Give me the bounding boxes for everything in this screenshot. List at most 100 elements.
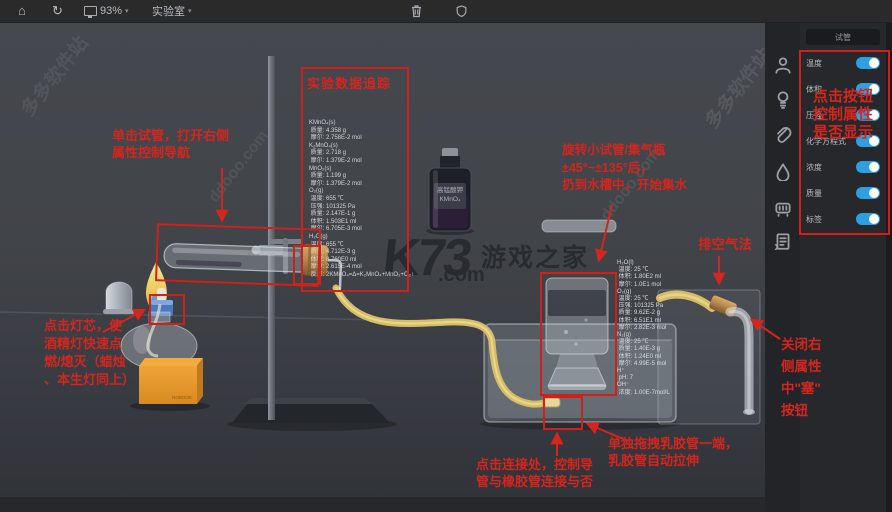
data-line: 摩尔: 2.615E-4 mol	[309, 264, 362, 271]
annotation-line: 中"塞"	[781, 381, 821, 396]
zoom-control[interactable]: 93% ▾	[84, 0, 129, 22]
annotation-line: 酒精灯快速点	[44, 336, 123, 351]
data-line: 质量: 1.40E-3 g	[617, 346, 661, 353]
property-toggle-row: 标签	[800, 206, 886, 232]
data-line: K₂MnO₄(s)	[309, 142, 338, 149]
annotation-close-stopper: 关闭右侧属性中"塞"按钮	[781, 334, 822, 422]
wick-rope	[146, 303, 162, 358]
refresh-button[interactable]: ↻	[52, 0, 63, 22]
glass-plate[interactable]	[541, 219, 617, 233]
data-line: N₂(g)	[617, 332, 631, 339]
latex-tube[interactable]	[332, 284, 561, 408]
data-line: H₂O(l)	[617, 260, 634, 266]
collection-bottle-box	[540, 272, 617, 396]
reagent-bottle[interactable]: 高锰酸钾 KMnO₄	[426, 148, 474, 235]
collection-bottle[interactable]	[545, 277, 609, 390]
lab-canvas[interactable]	[0, 22, 765, 512]
device-name-field[interactable]: 试管	[806, 29, 880, 45]
data-line: MnO₂(s)	[309, 165, 332, 172]
property-toggle-list: 温度 体积 压强 化学方程式 浓度 质量	[800, 50, 886, 232]
data-line: 摩尔: 1.379E-2 mol	[309, 180, 362, 187]
manual-icon[interactable]	[773, 231, 793, 251]
zoom-level: 93%	[100, 5, 123, 17]
data-line: H⁺	[617, 368, 625, 375]
bottle-data-panel: H₂O(l) 温度: 25 ℃ 体积: 1.80E2 ml 摩尔: 1.0E1 …	[617, 260, 670, 397]
toggle-switch[interactable]	[856, 109, 880, 121]
data-line: 温度: 655 ℃	[309, 241, 344, 248]
reagent-label-line1: 高锰酸钾	[437, 185, 463, 194]
trash-button[interactable]	[410, 0, 423, 22]
data-line: 摩尔: 4.99E-5 mol	[617, 360, 667, 367]
data-line: 摩尔: 6.705E-3 mol	[309, 226, 362, 233]
data-line: pH: 7	[617, 375, 634, 382]
annotation-line: 属性控制导航	[112, 145, 191, 160]
annotation-line: 管与橡胶管连接与否	[476, 474, 594, 489]
data-line: 摩尔: 2.82E-3 mol	[617, 324, 667, 331]
data-line: 质量: 2.718 g	[309, 150, 347, 157]
alcohol-lamp[interactable]	[120, 288, 198, 370]
tab-lab[interactable]: 实验室 ▾	[152, 0, 192, 22]
reagent-label-line2: KMnO₄	[439, 196, 460, 203]
data-line: 温度: 25 ℃	[617, 267, 649, 274]
heater-icon[interactable]	[773, 197, 793, 217]
j-tube-assembly[interactable]	[656, 289, 761, 425]
data-line: H₂O(g)	[309, 233, 328, 240]
property-label: 标签	[806, 214, 822, 224]
annotation-line: 点击按钮	[812, 88, 873, 105]
data-line: O₂(g)	[617, 288, 632, 295]
home-button[interactable]: ⌂	[18, 0, 26, 22]
lamp-cap[interactable]	[103, 281, 135, 314]
data-line: 体积: 1.24E0 ml	[617, 353, 662, 360]
experimenter-icon[interactable]	[773, 55, 793, 75]
test-tube[interactable]	[163, 239, 343, 290]
iron-stand[interactable]	[227, 56, 397, 431]
refresh-icon: ↻	[52, 3, 63, 18]
data-line: 体积: 8.760E0 ml	[309, 256, 357, 263]
wood-block[interactable]: NOBOOK	[130, 358, 210, 411]
wick-box	[149, 294, 185, 325]
data-line: 质量: 4.358 g	[309, 127, 347, 134]
wood-block-brand: NOBOOK	[172, 395, 192, 400]
watermark-dotcom: .com	[438, 264, 485, 286]
tracking-panel-title: 实验数据追踪	[307, 76, 392, 91]
toggle-switch[interactable]	[856, 135, 880, 147]
chevron-down-icon: ▾	[188, 8, 192, 15]
link-icon[interactable]	[773, 125, 793, 145]
data-line: 质量: 1.199 g	[309, 173, 347, 180]
toggle-switch[interactable]	[856, 213, 880, 225]
tracking-panel-box	[301, 67, 409, 292]
property-toggle-row: 化学方程式	[800, 128, 886, 154]
droplet-icon[interactable]	[773, 161, 793, 182]
annotation-click-joint: 点击连接处，控制导管与橡胶管连接与否	[476, 456, 593, 490]
annotation-line: 燃/熄灭（蜡烛	[44, 354, 126, 369]
data-line: 体积: 6.51E1 ml	[617, 317, 662, 324]
lamp-icon[interactable]	[773, 89, 793, 109]
toggles-box	[799, 50, 890, 235]
annotation-line: 按钮	[781, 403, 808, 418]
water-trough[interactable]	[480, 323, 680, 430]
annotation-line: 点击连接处，控制导	[476, 457, 594, 472]
chevron-down-icon: ▾	[125, 8, 129, 15]
data-line: 温度: 655 ℃	[309, 195, 344, 202]
toggle-switch[interactable]	[856, 57, 880, 69]
data-line: 质量: 4.712E-3 g	[309, 249, 356, 256]
data-line: 温度: 25 ℃	[617, 339, 649, 346]
data-line: 压强: 101325 Pa	[617, 303, 664, 310]
shield-button[interactable]	[455, 0, 468, 22]
annotation-line: 单独拖拽乳胶管一端，	[608, 436, 739, 451]
annotation-click-wick: 点击灯芯，使酒精灯快速点燃/熄灭（蜡烛、本生灯同上）	[44, 317, 135, 389]
toggle-switch[interactable]	[856, 83, 880, 95]
data-line: KMnO₄(s)	[309, 120, 336, 126]
home-icon: ⌂	[18, 3, 26, 18]
collapse-chevron-icon[interactable]: ›	[774, 238, 779, 255]
annotation-panel-note: 点击按钮控制属性是否显示	[800, 88, 886, 142]
property-label: 浓度	[806, 162, 822, 172]
shield-icon	[456, 5, 467, 18]
toggle-switch[interactable]	[856, 161, 880, 173]
trash-icon	[412, 5, 421, 18]
property-label: 压强	[806, 110, 822, 120]
j-tube-mouth	[743, 409, 755, 415]
kmno4-powder	[175, 259, 242, 267]
toggle-switch[interactable]	[856, 187, 880, 199]
